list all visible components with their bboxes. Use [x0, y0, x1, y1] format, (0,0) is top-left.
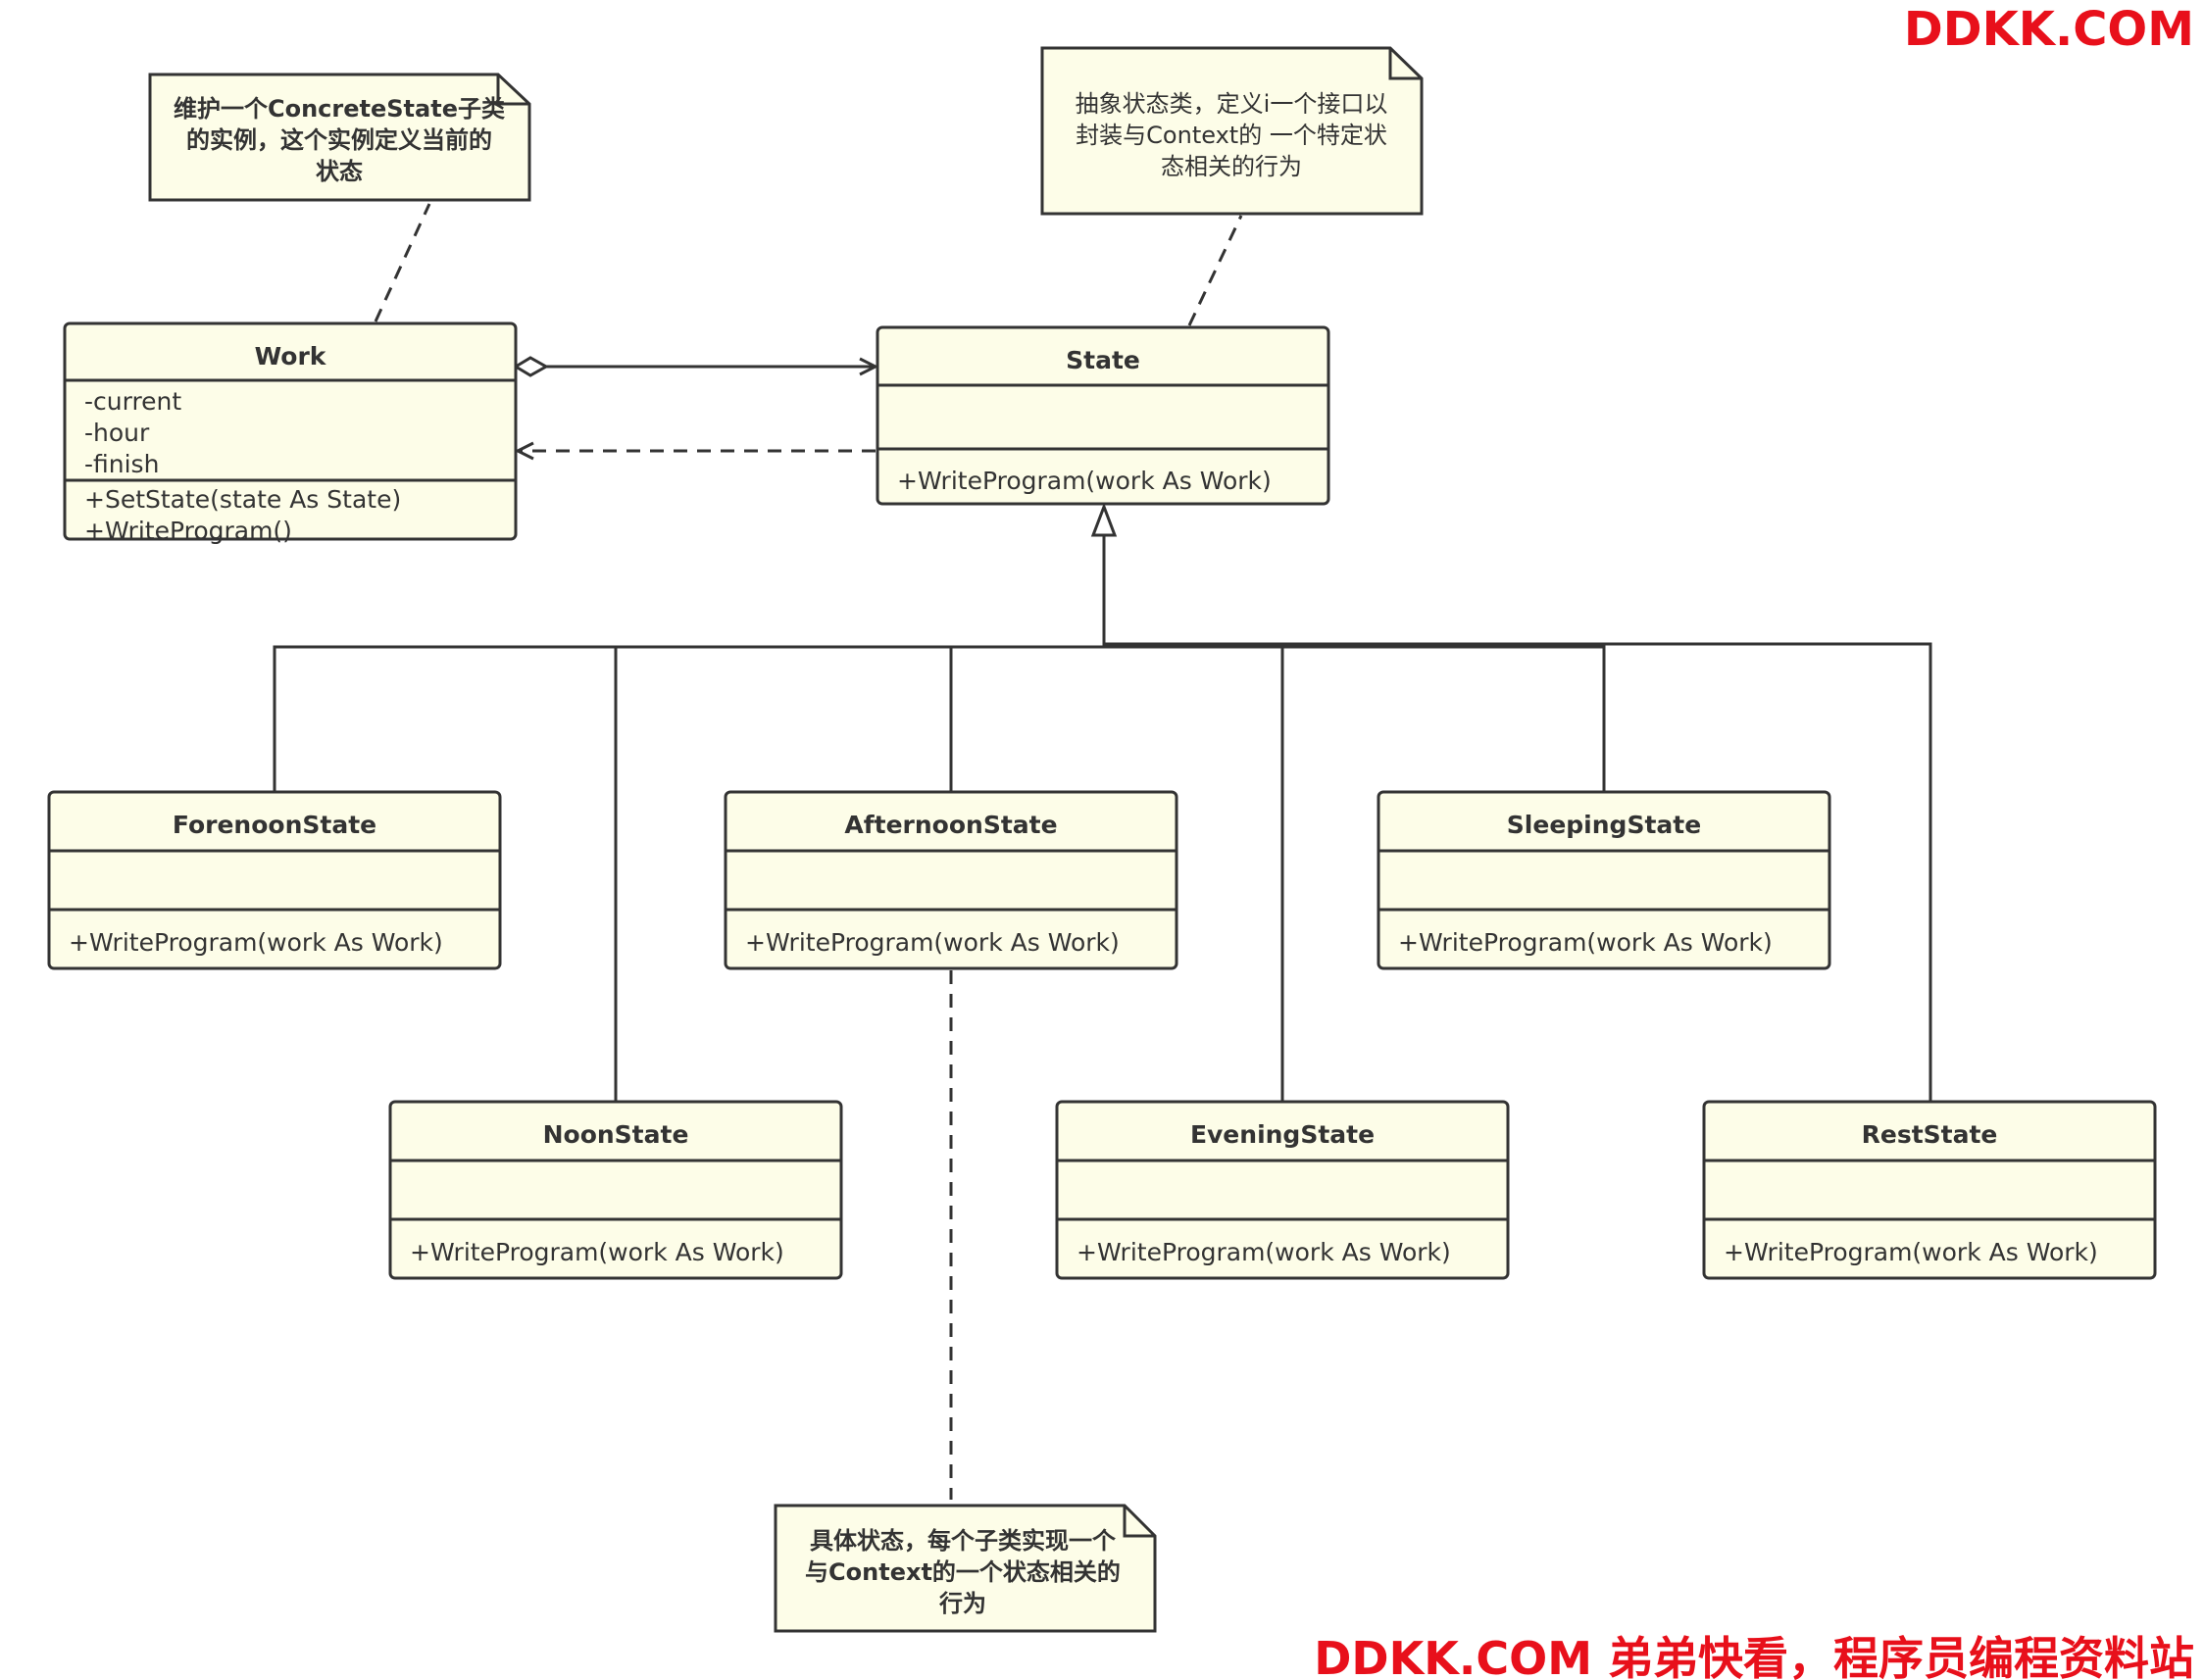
- state-note: 抽象状态类，定义i一个接口以 封装与Context的 一个特定状 态相关的行为: [1040, 46, 1424, 216]
- work-note-line-2: 的实例，这个实例定义当前的: [186, 126, 492, 154]
- class-work[interactable]: Work -current -hour -finish +SetState(st…: [63, 321, 518, 545]
- state-note-line-3: 态相关的行为: [1161, 153, 1302, 180]
- work-attr-hour: -hour: [84, 419, 150, 447]
- sleeping-class-name: SleepingState: [1507, 811, 1701, 839]
- class-evening-state[interactable]: EveningState +WriteProgram(work As Work): [1055, 1100, 1510, 1280]
- state-note-anchor: [1187, 215, 1243, 326]
- afternoon-class-name: AfternoonState: [844, 811, 1057, 839]
- inheritance-bus-right: [1102, 642, 1932, 1101]
- work-note-line-1: 维护一个ConcreteState子类: [174, 95, 506, 123]
- sleeping-method-writeprogram: +WriteProgram(work As Work): [1398, 928, 1773, 957]
- rest-method-writeprogram: +WriteProgram(work As Work): [1724, 1238, 2098, 1266]
- concrete-note: 具体状态，每个子类实现一个 与Context的一个状态相关的 行为: [774, 1504, 1157, 1633]
- class-sleeping-state[interactable]: SleepingState +WriteProgram(work As Work…: [1377, 790, 1831, 970]
- watermark-bottom: DDKK.COM 弟弟快看，程序员编程资料站: [1314, 1632, 2194, 1680]
- concrete-note-line-2: 与Context的一个状态相关的: [805, 1558, 1121, 1586]
- work-method-setstate: +SetState(state As State): [84, 485, 401, 514]
- aggregation-diamond: [513, 356, 550, 377]
- work-class-name: Work: [255, 342, 327, 371]
- inheritance-triangle: [1090, 502, 1118, 537]
- state-method-writeprogram: +WriteProgram(work As Work): [897, 467, 1272, 495]
- evening-class-name: EveningState: [1190, 1120, 1375, 1149]
- watermark-top: DDKK.COM: [1904, 2, 2194, 57]
- class-state[interactable]: State +WriteProgram(work As Work): [876, 325, 1330, 506]
- concrete-note-line-3: 行为: [938, 1590, 986, 1617]
- work-attr-current: -current: [84, 387, 181, 416]
- evening-method-writeprogram: +WriteProgram(work As Work): [1077, 1238, 1451, 1266]
- work-method-writeprogram: +WriteProgram(): [84, 517, 292, 545]
- forenoon-class-name: ForenoonState: [173, 811, 376, 839]
- afternoon-method-writeprogram: +WriteProgram(work As Work): [745, 928, 1120, 957]
- state-note-line-1: 抽象状态类，定义i一个接口以: [1076, 90, 1388, 118]
- class-rest-state[interactable]: RestState +WriteProgram(work As Work): [1702, 1100, 2157, 1280]
- connectors: [273, 203, 1932, 1500]
- noon-class-name: NoonState: [543, 1120, 689, 1149]
- work-note: 维护一个ConcreteState子类 的实例，这个实例定义当前的 状态: [148, 73, 531, 202]
- noon-method-writeprogram: +WriteProgram(work As Work): [410, 1238, 784, 1266]
- work-attr-finish: -finish: [84, 450, 159, 478]
- rest-class-name: RestState: [1862, 1120, 1998, 1149]
- class-afternoon-state[interactable]: AfternoonState +WriteProgram(work As Wor…: [724, 790, 1178, 970]
- inheritance-bus-lower: [273, 645, 1606, 791]
- class-noon-state[interactable]: NoonState +WriteProgram(work As Work): [388, 1100, 843, 1280]
- concrete-note-line-1: 具体状态，每个子类实现一个: [810, 1527, 1117, 1555]
- work-note-line-3: 状态: [316, 158, 363, 185]
- forenoon-method-writeprogram: +WriteProgram(work As Work): [69, 928, 443, 957]
- work-note-anchor: [374, 203, 431, 322]
- state-note-line-2: 封装与Context的 一个特定状: [1076, 122, 1387, 149]
- class-forenoon-state[interactable]: ForenoonState +WriteProgram(work As Work…: [47, 790, 502, 970]
- state-class-name: State: [1066, 346, 1140, 374]
